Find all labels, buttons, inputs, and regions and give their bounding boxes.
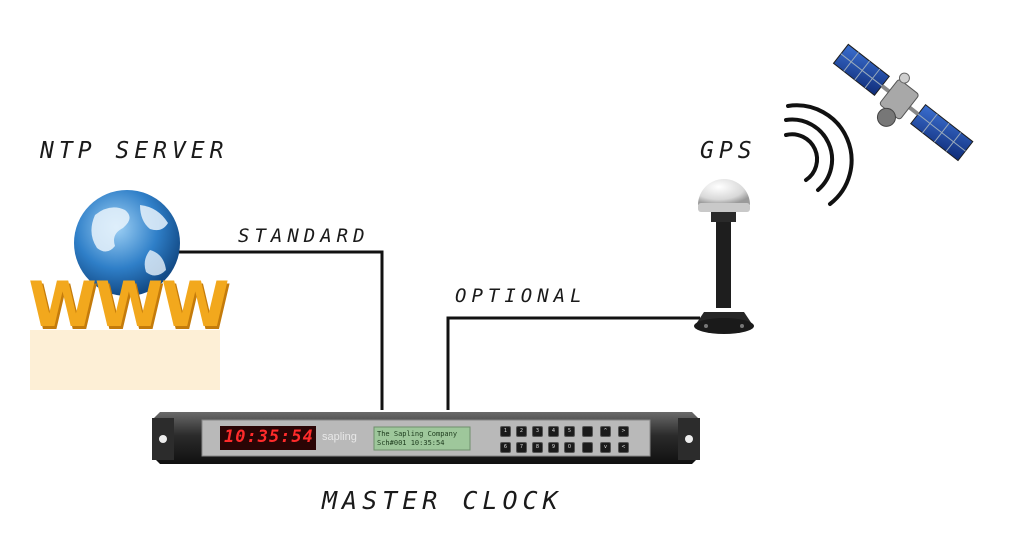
- master-clock-label: MASTER CLOCK: [322, 486, 563, 515]
- standard-connection-line: [178, 250, 384, 410]
- standard-label: STANDARD: [238, 225, 370, 247]
- keypad-key[interactable]: [582, 426, 593, 437]
- master-clock-device: 10:35:54 sapling The Sapling Company Sch…: [152, 408, 700, 464]
- led-time-display: 10:35:54: [224, 427, 314, 447]
- keypad-key[interactable]: [582, 442, 593, 453]
- keypad-key[interactable]: 0: [564, 442, 575, 453]
- rack-body: [152, 412, 700, 464]
- keypad-key[interactable]: 7: [516, 442, 527, 453]
- keypad-key[interactable]: <: [618, 442, 629, 453]
- ntp-server-label: NTP SERVER: [40, 138, 229, 164]
- keypad-key[interactable]: 9: [548, 442, 559, 453]
- optional-connection-line: [446, 316, 700, 410]
- gps-label: GPS: [700, 138, 757, 164]
- optional-label: OPTIONAL: [455, 285, 587, 307]
- keypad-key[interactable]: v: [600, 442, 611, 453]
- globe-icon: [74, 190, 180, 296]
- keypad-key[interactable]: 5: [564, 426, 575, 437]
- keypad-key[interactable]: 4: [548, 426, 559, 437]
- brand-logo: sapling: [322, 431, 357, 443]
- keypad-key[interactable]: >: [618, 426, 629, 437]
- gps-antenna-icon: [694, 179, 754, 334]
- keypad-key[interactable]: 3: [532, 426, 543, 437]
- www-icon-text: WWW: [28, 268, 229, 341]
- www-reflection: [30, 330, 220, 390]
- keypad-key[interactable]: 2: [516, 426, 527, 437]
- keypad-key[interactable]: 8: [532, 442, 543, 453]
- lcd-line-2: Sch#001 10:35:54: [377, 439, 445, 447]
- keypad-key[interactable]: 6: [500, 442, 511, 453]
- lcd-line-1: The Sapling Company: [377, 430, 458, 438]
- keypad-key[interactable]: 1: [500, 426, 511, 437]
- keypad-key[interactable]: ^: [600, 426, 611, 437]
- signal-waves-icon: [784, 103, 854, 206]
- satellite-icon: [832, 43, 974, 162]
